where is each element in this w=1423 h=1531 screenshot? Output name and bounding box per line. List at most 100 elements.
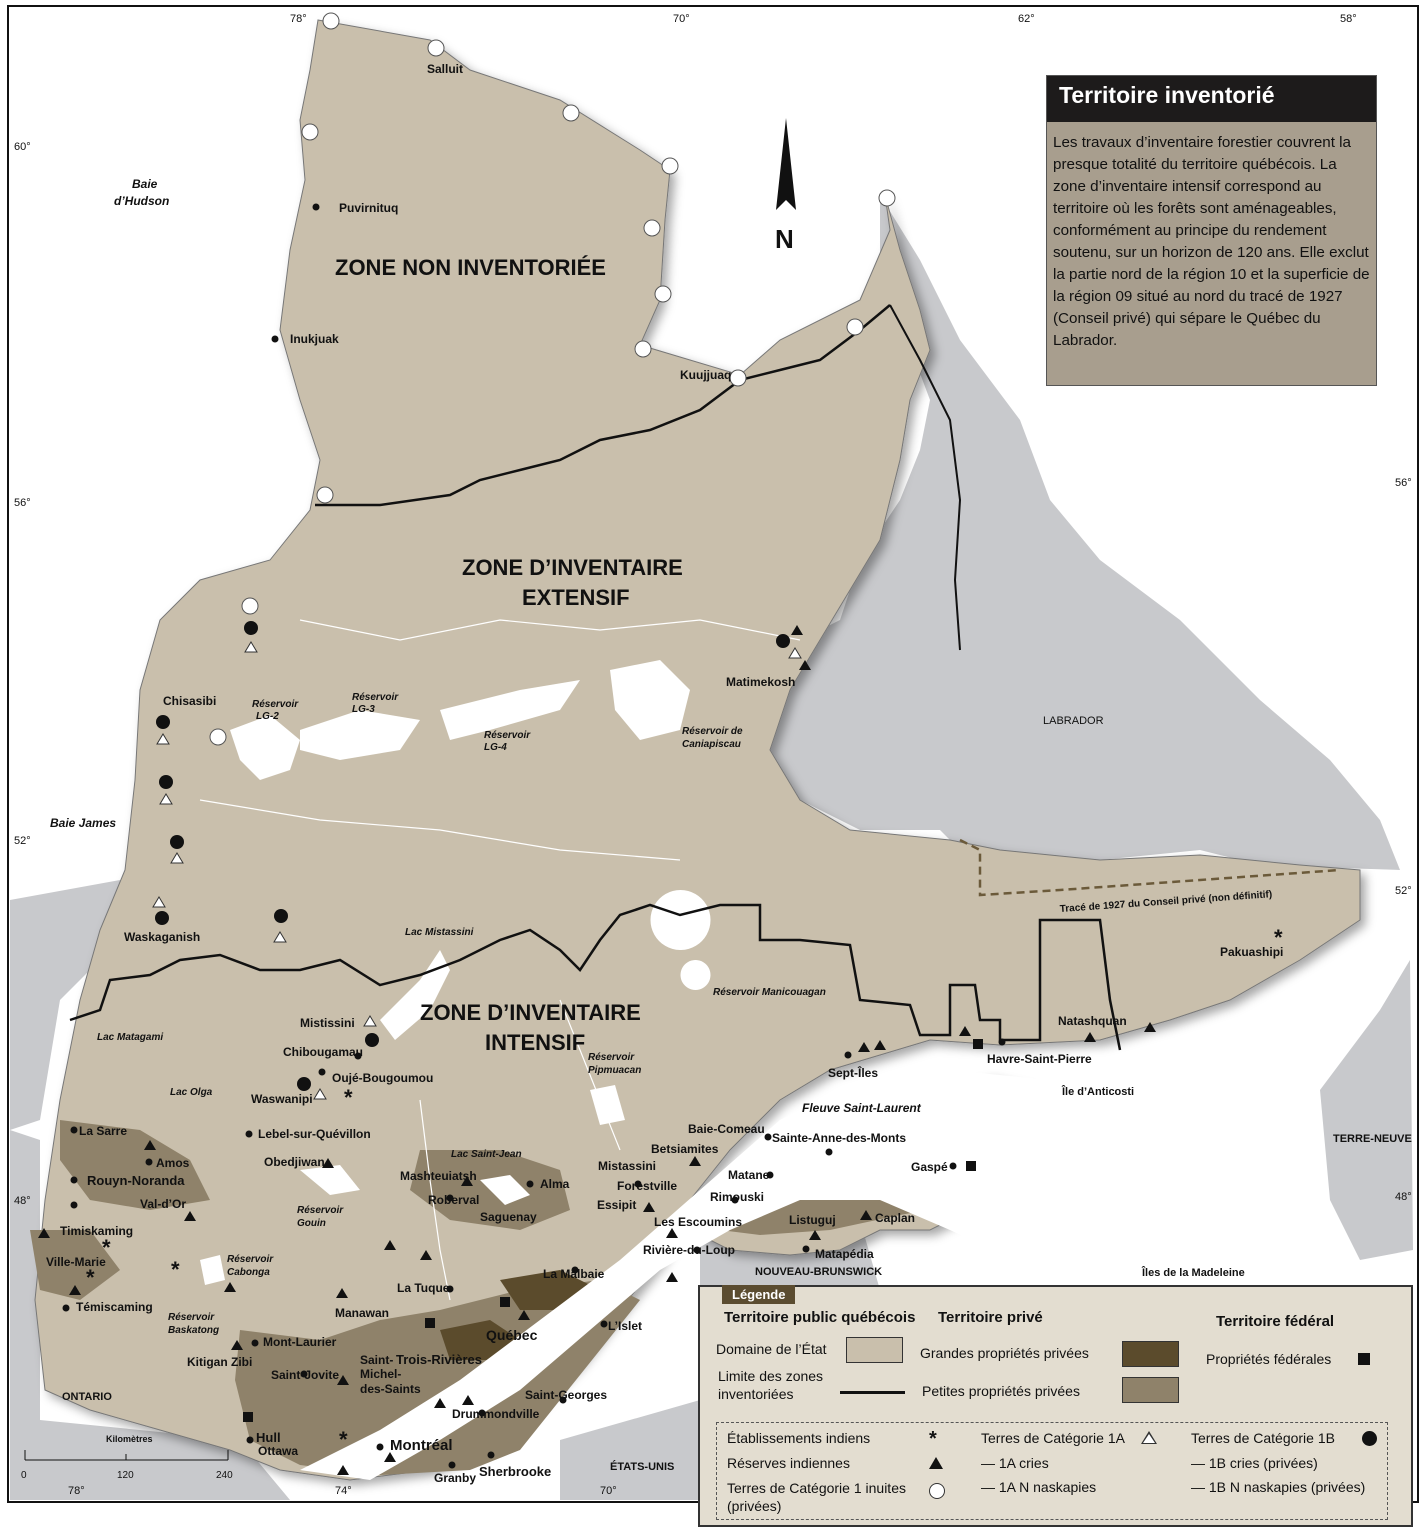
legend-limite-label: Limite des zones inventoriées (718, 1367, 823, 1403)
place-saint-georges: Saint-Georges (525, 1388, 607, 1402)
cat1a-marker (244, 641, 258, 653)
establishment-marker: * (339, 1427, 348, 1452)
city-dot (251, 1339, 259, 1347)
place-drummondville: Drummondville (452, 1407, 540, 1421)
legend-federal-heading: Territoire fédéral (1216, 1313, 1335, 1330)
gouin-1: Réservoir (297, 1205, 344, 1216)
inuit-land-marker (846, 318, 864, 336)
lac-mistassini: Lac Mistassini (405, 927, 474, 938)
cabonga-reservoir (200, 1255, 225, 1285)
cat1b-marker (170, 835, 184, 849)
place-rimouski: Rimouski (710, 1190, 764, 1204)
lat-48-left: 48° (14, 1195, 31, 1207)
place-forestville: Forestville (617, 1179, 677, 1193)
reserve-marker (434, 1398, 446, 1408)
north-arrow: N (775, 118, 796, 254)
reserve-marker (420, 1250, 432, 1260)
caniapiscau-reservoir (610, 660, 690, 740)
manicouagan-reservoir (650, 890, 711, 990)
legend-cat1a-cries: — 1A cries (981, 1455, 1049, 1471)
fleuve: Fleuve Saint-Laurent (802, 1101, 922, 1115)
gouin-reservoir (300, 1165, 360, 1195)
place-saint-michel-1: Saint- (360, 1353, 393, 1367)
cat1a-marker (313, 1088, 327, 1100)
lon-70-top: 70° (673, 13, 690, 25)
baie-hudson-2: d’Hudson (114, 194, 169, 208)
legend-domaine-label: Domaine de l’État (716, 1341, 827, 1357)
reserve-marker (337, 1375, 349, 1385)
pipmuacan-1: Réservoir (588, 1052, 635, 1063)
place-mistissini: Mistissini (300, 1016, 355, 1030)
reserve-marker (799, 660, 811, 670)
quebec-territory (34, 19, 1361, 1481)
city-dot (70, 1126, 78, 1134)
baskatong-2: Baskatong (168, 1325, 219, 1336)
rivers (199, 619, 801, 1301)
indian-establishments: * * * * * * (86, 925, 1283, 1452)
legend-asterisk-icon: * (929, 1428, 937, 1450)
reserve-marker (666, 1272, 678, 1282)
scale-title: Kilomètres (106, 1434, 153, 1444)
reserve-marker (874, 1040, 886, 1050)
legend-cat1a-icon (1141, 1431, 1157, 1444)
reserve-marker (809, 1230, 821, 1240)
place-amos: Amos (156, 1156, 190, 1170)
place-inukjuak: Inukjuak (290, 332, 339, 346)
graticule-labels: 78° 70° 62° 58° 60° 56° 56° 52° 52° 48° … (14, 13, 1412, 1497)
inuit-land-marker (562, 104, 580, 122)
lg3-1: Réservoir (352, 692, 399, 703)
place-la-tuque: La Tuque (397, 1281, 450, 1295)
reserve-marker (666, 1228, 678, 1238)
place-kuujjuaq: Kuujjuaq (680, 368, 731, 382)
cat1a-marker (788, 647, 802, 659)
legend-federales-label: Propriétés fédérales (1206, 1351, 1332, 1367)
scale-bar: Kilomètres 0 120 240 (21, 1434, 233, 1481)
lg2-1: Réservoir (252, 699, 299, 710)
inuit-land-marker (316, 486, 334, 504)
cat1a-marker (152, 896, 166, 908)
manicouagan: Réservoir Manicouagan (713, 987, 826, 998)
saint-jean: Lac Saint-Jean (451, 1149, 522, 1160)
place-granby: Granby (434, 1471, 476, 1485)
place-chibougamau: Chibougamau (283, 1045, 363, 1059)
city-dot (559, 1396, 567, 1404)
reserve-marker (38, 1228, 50, 1238)
etats-unis: ÉTATS-UNIS (610, 1460, 674, 1473)
place-saguenay: Saguenay (480, 1210, 537, 1224)
legend-public-heading: Territoire public québécois (724, 1309, 916, 1326)
legend-inuites-1: Terres de Catégorie 1 inuites (727, 1480, 906, 1496)
legend-limite-2: inventoriées (718, 1386, 794, 1402)
reserve-marker (144, 1140, 156, 1150)
water-labels: Baie d’Hudson Baie James Réservoir LG-2 … (50, 177, 922, 1336)
inuit-land-marker (301, 123, 319, 141)
city-dot (802, 1245, 810, 1253)
legend-grandes-swatch (1122, 1341, 1179, 1367)
cabonga-2: Cabonga (227, 1267, 270, 1278)
scale-120: 120 (117, 1470, 134, 1481)
lat-56-left: 56° (14, 497, 31, 509)
baie-hudson-1: Baie (132, 177, 158, 191)
city-dot (634, 1180, 642, 1188)
place-salluit: Salluit (427, 62, 463, 76)
legend-inuites: Terres de Catégorie 1 inuites (privées) (727, 1479, 906, 1515)
cat1b-marker (297, 1077, 311, 1091)
establishment-marker: * (171, 1257, 180, 1282)
zone-extensive-line1: ZONE D’INVENTAIRE (462, 555, 683, 580)
lg4-1: Réservoir (484, 730, 531, 741)
legend-tab: Légende (722, 1285, 796, 1304)
cat1a-marker (273, 931, 287, 943)
reserve-marker (224, 1282, 236, 1292)
baskatong-1: Réservoir (168, 1312, 215, 1323)
pipmuacan-2: Pipmuacan (588, 1065, 641, 1076)
inuit-lands (209, 12, 896, 746)
place-kitigan: Kitigan Zibi (187, 1355, 252, 1369)
reserve-marker (231, 1340, 243, 1350)
pipmuacan-reservoir (590, 1085, 625, 1125)
usa-area (560, 1400, 700, 1500)
category-1b-lands (155, 621, 790, 1091)
scale-240: 240 (216, 1470, 233, 1481)
lg4-reservoir (440, 680, 580, 740)
city-dot (245, 1130, 253, 1138)
place-hull: Hull (256, 1430, 281, 1445)
